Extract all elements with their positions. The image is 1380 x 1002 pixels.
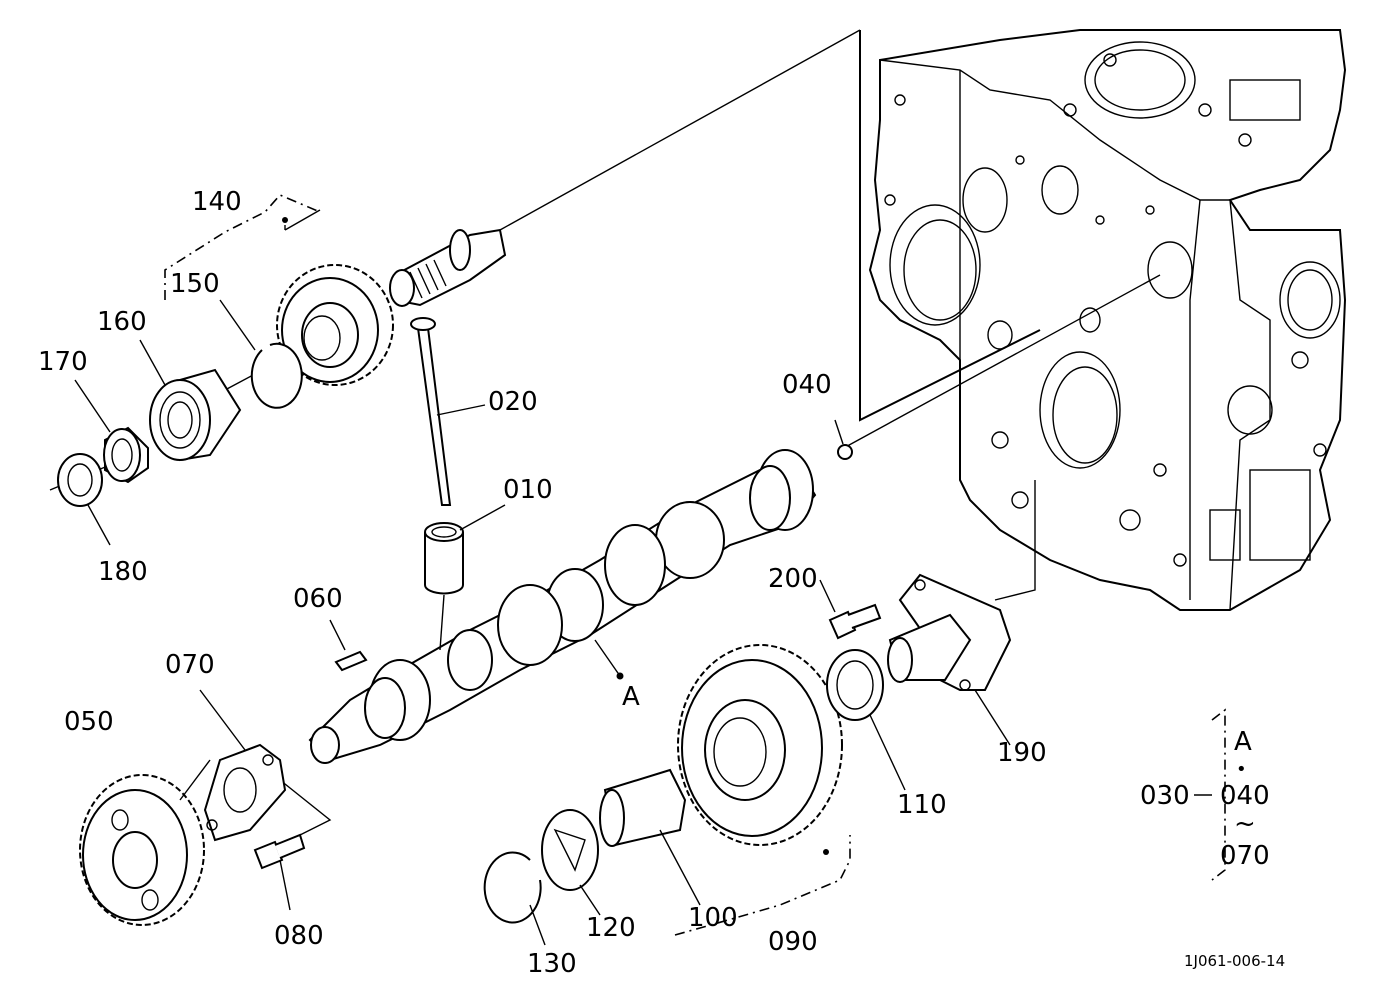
camshaft bbox=[308, 449, 817, 764]
bearing-160 bbox=[139, 339, 242, 462]
callout-040: 040 bbox=[782, 370, 832, 400]
idle-gear-090 bbox=[677, 644, 843, 855]
callout-080: 080 bbox=[274, 921, 324, 951]
snap-ring-130 bbox=[483, 851, 546, 946]
callout-010: 010 bbox=[503, 475, 553, 505]
group-030-tilde: ~ bbox=[1234, 809, 1256, 839]
group-030-from: 040 bbox=[1220, 781, 1270, 811]
gear-140 bbox=[276, 209, 394, 386]
nut-170 bbox=[74, 379, 149, 484]
key-060 bbox=[329, 619, 368, 672]
circlip-150 bbox=[219, 299, 303, 409]
idle-shaft-190 bbox=[887, 573, 1012, 746]
ball-040 bbox=[834, 419, 853, 460]
callout-140: 140 bbox=[192, 187, 242, 217]
callout-100: 100 bbox=[688, 903, 738, 933]
callout-190: 190 bbox=[997, 738, 1047, 768]
tappet-010 bbox=[424, 504, 506, 651]
nut-180 bbox=[57, 453, 111, 546]
marker-a: A bbox=[622, 682, 640, 712]
group-030-top: A bbox=[1234, 727, 1252, 757]
callout-200: 200 bbox=[768, 564, 818, 594]
callout-020: 020 bbox=[488, 387, 538, 417]
callout-060: 060 bbox=[293, 584, 343, 614]
bolt-080 bbox=[253, 833, 306, 911]
engine-block bbox=[859, 29, 1347, 611]
bushing-100 bbox=[599, 768, 701, 906]
group-030-dot: • bbox=[1236, 759, 1247, 780]
callout-090: 090 bbox=[768, 927, 818, 957]
callout-130: 130 bbox=[527, 949, 577, 979]
collar-110 bbox=[826, 649, 906, 791]
callout-110: 110 bbox=[897, 790, 947, 820]
callout-180: 180 bbox=[98, 557, 148, 587]
washer-120 bbox=[541, 809, 601, 916]
thrust-plate-070 bbox=[199, 689, 287, 842]
callout-120: 120 bbox=[586, 913, 636, 943]
drawing-code: 1J061-006-14 bbox=[1184, 952, 1285, 970]
group-brackets bbox=[164, 194, 1226, 936]
bolt-200 bbox=[819, 579, 882, 640]
assembly-axis-lines bbox=[49, 29, 1161, 841]
group-030-legend: 030 A • 040 ~ 070 bbox=[1140, 727, 1270, 871]
callout-labels: 140 150 160 170 180 020 010 040 060 070 … bbox=[38, 187, 1047, 979]
gear-050 bbox=[79, 759, 211, 926]
callout-070: 070 bbox=[165, 650, 215, 680]
upper-shaft bbox=[389, 228, 507, 307]
push-rod-020 bbox=[410, 317, 486, 506]
callout-030: 030 bbox=[1140, 781, 1190, 811]
callout-150: 150 bbox=[170, 269, 220, 299]
group-030-to: 070 bbox=[1220, 841, 1270, 871]
callout-160: 160 bbox=[97, 307, 147, 337]
callout-050: 050 bbox=[64, 707, 114, 737]
callout-170: 170 bbox=[38, 347, 88, 377]
